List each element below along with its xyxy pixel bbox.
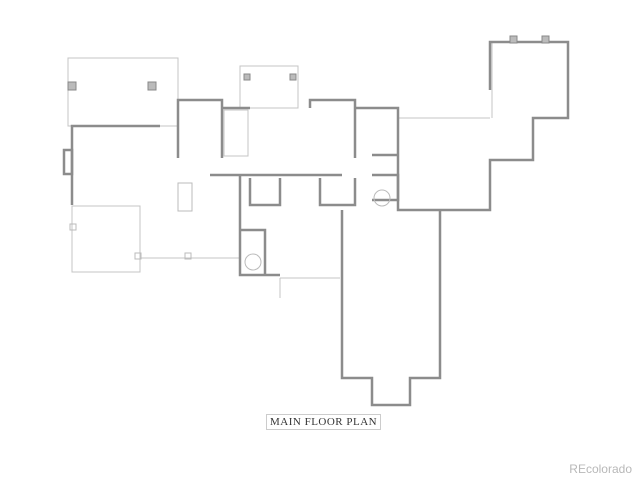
thin-lines	[67, 42, 493, 298]
covered-patio-upper	[67, 57, 179, 127]
stairs	[223, 109, 249, 157]
porch	[239, 65, 299, 109]
plan-title: MAIN FLOOR PLAN	[266, 414, 382, 430]
covered-patio-lower	[71, 205, 141, 273]
posts	[67, 35, 550, 91]
watermark-logo: REcolorado	[569, 462, 632, 476]
fixtures	[69, 182, 391, 271]
